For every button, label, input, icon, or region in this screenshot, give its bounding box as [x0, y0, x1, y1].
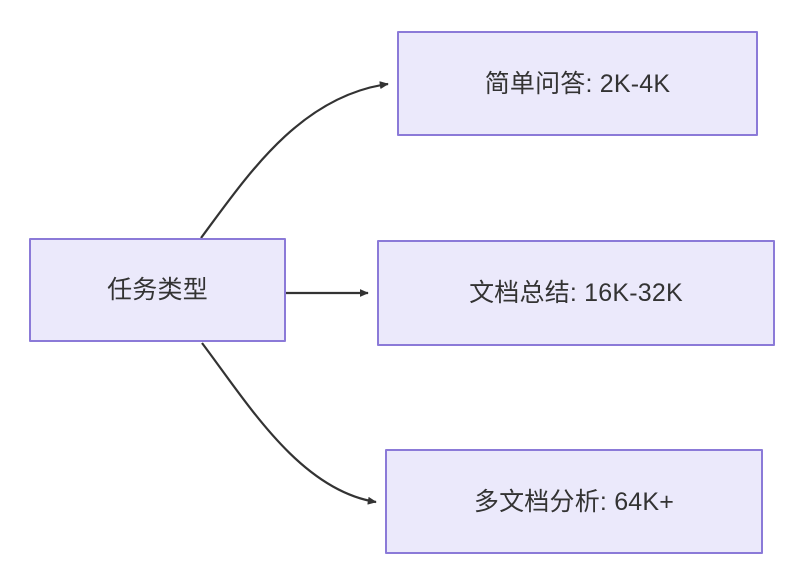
node-task-type-label: 任务类型 — [107, 276, 208, 304]
node-simple-qa-label: 简单问答: 2K-4K — [484, 69, 671, 98]
node-multi-doc-label: 多文档分析: 64K+ — [473, 487, 675, 516]
node-doc-summary-label: 文档总结: 16K-32K — [469, 279, 683, 307]
edge-root-to-multi-doc — [201, 342, 377, 505]
node-doc-summary[interactable]: 文档总结: 16K-32K — [377, 240, 775, 346]
node-task-type[interactable]: 任务类型 — [29, 238, 286, 342]
node-simple-qa[interactable]: 简单问答: 2K-4K — [397, 31, 758, 136]
edge-root-to-simple-qa — [200, 81, 389, 239]
node-multi-doc[interactable]: 多文档分析: 64K+ — [385, 449, 763, 554]
